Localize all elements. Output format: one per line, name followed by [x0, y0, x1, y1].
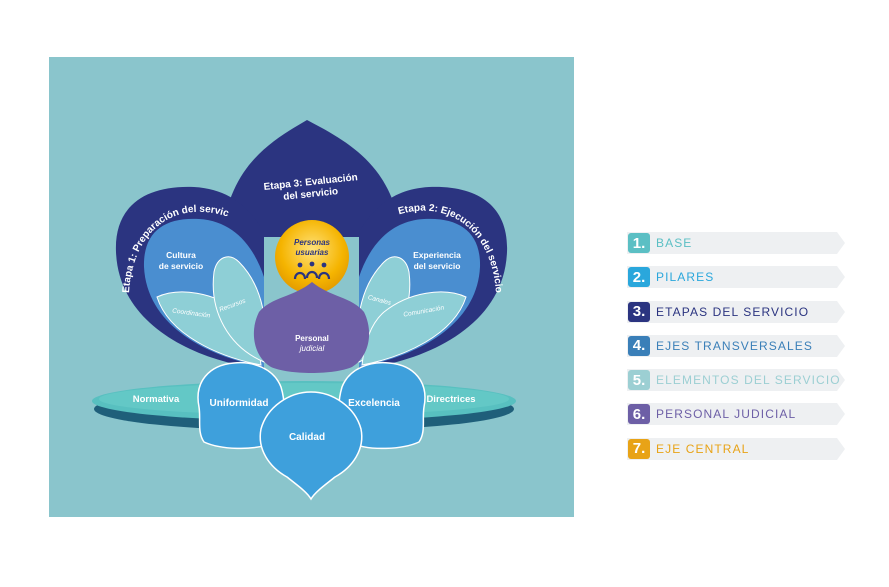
cultura-label-line1: Cultura	[166, 250, 196, 260]
legend-ribbon	[627, 437, 845, 460]
legend-item-eje-central: 7. EJE CENTRAL	[627, 437, 845, 460]
people-icon	[293, 261, 331, 280]
legend-item-base: 1. BASE	[627, 232, 845, 254]
etapa-3-petal	[222, 120, 401, 237]
legend-number-badge: 4.	[628, 335, 650, 356]
legend-number-badge: 1.	[628, 233, 650, 253]
legend-label: BASE	[656, 236, 693, 250]
legend-item-pilares: 2. PILARES	[627, 266, 845, 289]
legend-item-ejes-transversales: 4. EJES TRANSVERSALES	[627, 334, 845, 357]
legend-item-elementos: 5. ELEMENTOS DEL SERVICIO	[627, 369, 845, 392]
calidad-label: Calidad	[289, 432, 325, 443]
experiencia-label-line1: Experiencia	[413, 250, 461, 260]
elemento-comunicacion-petal	[361, 291, 467, 366]
legend-label: EJES TRANSVERSALES	[656, 338, 813, 353]
directrices-label: Directrices	[426, 394, 475, 405]
legend-ribbon	[627, 266, 845, 289]
diagram-panel: Normativa Directrices Etapa 1: Preparaci…	[49, 57, 574, 517]
legend-number-badge: 3.	[628, 301, 650, 322]
legend-item-etapas: 3. ETAPAS DEL SERVICIO	[627, 300, 845, 323]
legend-number-badge: 5.	[628, 370, 650, 391]
uniformidad-label: Uniformidad	[210, 398, 269, 409]
legend-item-personal-judicial: 6. PERSONAL JUDICIAL	[627, 403, 845, 426]
excelencia-label: Excelencia	[348, 398, 400, 409]
legend-label: ELEMENTOS DEL SERVICIO	[656, 373, 841, 388]
legend-ribbon	[627, 369, 845, 392]
legend-number-badge: 6.	[628, 404, 650, 425]
legend-label: PILARES	[656, 270, 715, 285]
legend-ribbon	[627, 334, 845, 357]
legend-number-badge: 7.	[628, 438, 650, 459]
legend-ribbon	[627, 300, 845, 323]
legend-number-badge: 2.	[628, 267, 650, 288]
legend-label: EJE CENTRAL	[656, 441, 750, 456]
personal-judicial-label-line2: judicial	[299, 344, 325, 353]
eje-calidad-petal	[259, 391, 363, 501]
legend: 1. BASE 2. PILARES 3. ETAPAS DEL SERVICI…	[627, 232, 845, 472]
eje-central-sun	[275, 220, 349, 294]
legend-ribbon	[627, 232, 845, 254]
eje-central-label-line1: Personas	[294, 238, 331, 247]
experiencia-label-line2: del servicio	[414, 261, 461, 271]
legend-ribbon	[627, 403, 845, 426]
service-model-diagram: Normativa Directrices Etapa 1: Preparaci…	[49, 57, 516, 501]
legend-label: PERSONAL JUDICIAL	[656, 407, 797, 422]
cultura-label-line2: de servicio	[159, 261, 203, 271]
legend-label: ETAPAS DEL SERVICIO	[656, 304, 810, 319]
eje-central-label-line2: usuarias	[296, 248, 329, 257]
normativa-label: Normativa	[133, 394, 180, 405]
personal-judicial-shape	[253, 282, 370, 373]
personal-judicial-label-line1: Personal	[295, 334, 329, 343]
